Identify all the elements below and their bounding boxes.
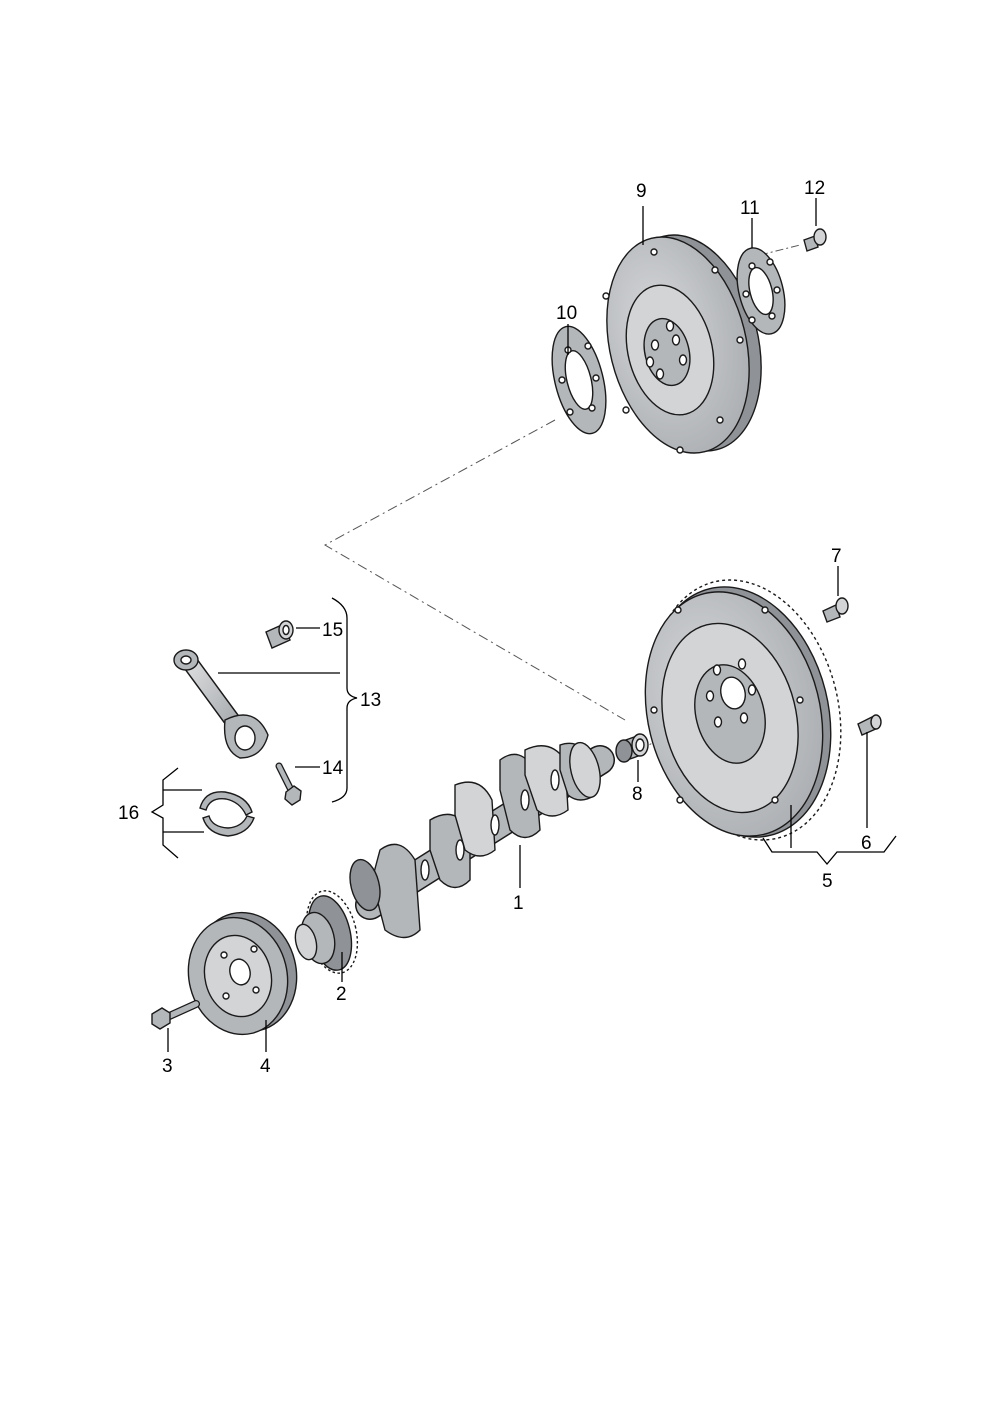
callout-7: 7 (831, 546, 842, 567)
callout-12: 12 (804, 178, 825, 199)
dowel-pin (857, 714, 882, 736)
damper-bolt (151, 1000, 200, 1030)
callout-2: 2 (336, 984, 347, 1005)
callout-16: 16 (118, 803, 139, 824)
callout-4: 4 (260, 1056, 271, 1077)
needle-bearing (615, 733, 649, 763)
connecting-rod (173, 649, 269, 759)
conrod-bolt (275, 762, 302, 806)
shim-plate-rear (736, 247, 786, 335)
callout-13: 13 (360, 690, 381, 711)
callout-14: 14 (322, 758, 344, 779)
vibration-damper (187, 911, 298, 1036)
callout-6: 6 (861, 833, 872, 854)
conrod-bushing (265, 620, 294, 649)
callout-10: 10 (556, 303, 577, 324)
callout-9: 9 (636, 181, 647, 202)
callout-5: 5 (822, 871, 833, 892)
flywheel-bolt (822, 597, 849, 623)
callout-8: 8 (632, 784, 643, 805)
crankshaft (349, 741, 615, 939)
bearing-shells (199, 791, 255, 837)
crankshaft-sprocket (294, 890, 359, 974)
drive-plate-bolt (803, 228, 827, 252)
callout-numbers: 1 2 3 4 5 6 7 8 9 10 11 12 13 14 15 16 (118, 178, 872, 1077)
leader-lines (150, 198, 897, 1052)
shim-plate-front (551, 325, 607, 435)
drive-plate (602, 234, 762, 454)
callout-1: 1 (513, 893, 524, 914)
flywheel (644, 579, 842, 841)
callout-3: 3 (162, 1056, 173, 1077)
callout-11: 11 (740, 198, 760, 219)
callout-15: 15 (322, 620, 343, 641)
